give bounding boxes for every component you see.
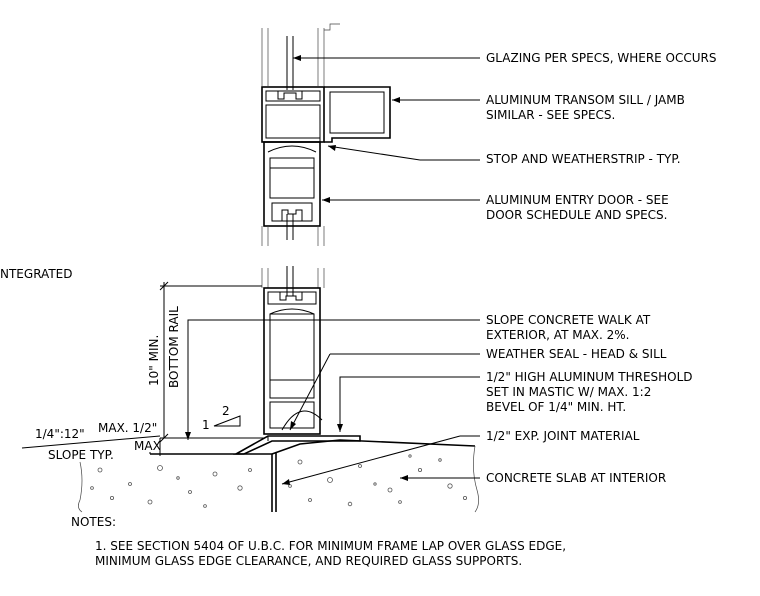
- slope-typ-text: SLOPE TYP.: [48, 448, 114, 462]
- ratio-left: 1: [202, 418, 210, 432]
- slope-ratio-text: 1/4":12": [35, 427, 85, 441]
- callout-glazing: GLAZING PER SPECS, WHERE OCCURS: [486, 51, 717, 65]
- max-half-text: MAX. 1/2": [98, 421, 157, 435]
- threshold-and-seal: [232, 410, 361, 455]
- bottom-rail-dimension: 10" MIN. BOTTOM RAIL: [147, 281, 264, 443]
- transom-sill-profile: [261, 86, 391, 148]
- note-line-2: MINIMUM GLASS EDGE CLEARANCE, AND REQUIR…: [95, 554, 522, 568]
- callout-stop: STOP AND WEATHERSTRIP - TYP.: [486, 152, 681, 166]
- lower-door-profile: [261, 266, 325, 435]
- bottom-rail-label: BOTTOM RAIL: [167, 306, 181, 388]
- slope-ratio-symbol: 2 1: [202, 404, 241, 432]
- note-line-1: 1. SEE SECTION 5404 OF U.B.C. FOR MINIMU…: [95, 539, 566, 553]
- ratio-top: 2: [222, 404, 230, 418]
- notes-heading: NOTES:: [71, 515, 116, 529]
- callout-threshold-line2: SET IN MASTIC W/ MAX. 1:2: [486, 385, 651, 399]
- callout-threshold-line3: BEVEL OF 1/4" MIN. HT.: [486, 400, 626, 414]
- integrated-label: NTEGRATED: [0, 267, 72, 281]
- max-text: MAX: [134, 439, 161, 453]
- leader-lines: [185, 55, 480, 485]
- callout-door-line2: DOOR SCHEDULE AND SPECS.: [486, 208, 667, 222]
- callout-transom-line1: ALUMINUM TRANSOM SILL / JAMB: [486, 93, 685, 107]
- callouts: GLAZING PER SPECS, WHERE OCCURS ALUMINUM…: [486, 51, 717, 485]
- upper-glazing-frame: [261, 23, 340, 90]
- upper-door-profile: [261, 141, 325, 246]
- callout-threshold-line1: 1/2" HIGH ALUMINUM THRESHOLD: [486, 370, 693, 384]
- callout-joint: 1/2" EXP. JOINT MATERIAL: [486, 429, 640, 443]
- callout-weather-seal: WEATHER SEAL - HEAD & SILL: [486, 347, 667, 361]
- callout-slope-line1: SLOPE CONCRETE WALK AT: [486, 313, 651, 327]
- callout-slope-line2: EXTERIOR, AT MAX. 2%.: [486, 328, 629, 342]
- callout-slab: CONCRETE SLAB AT INTERIOR: [486, 471, 666, 485]
- callout-door-line1: ALUMINUM ENTRY DOOR - SEE: [486, 193, 669, 207]
- walk-slope-dimension: 1/4":12" MAX. 1/2" SLOPE TYP. MAX: [21, 421, 161, 462]
- concrete-walk-and-slab: [78, 439, 479, 513]
- aggregate-pattern: [90, 454, 467, 508]
- dim-10-min: 10" MIN.: [147, 335, 161, 386]
- callout-transom-line2: SIMILAR - SEE SPECS.: [486, 108, 615, 122]
- notes-block: NOTES: 1. SEE SECTION 5404 OF U.B.C. FOR…: [71, 515, 566, 568]
